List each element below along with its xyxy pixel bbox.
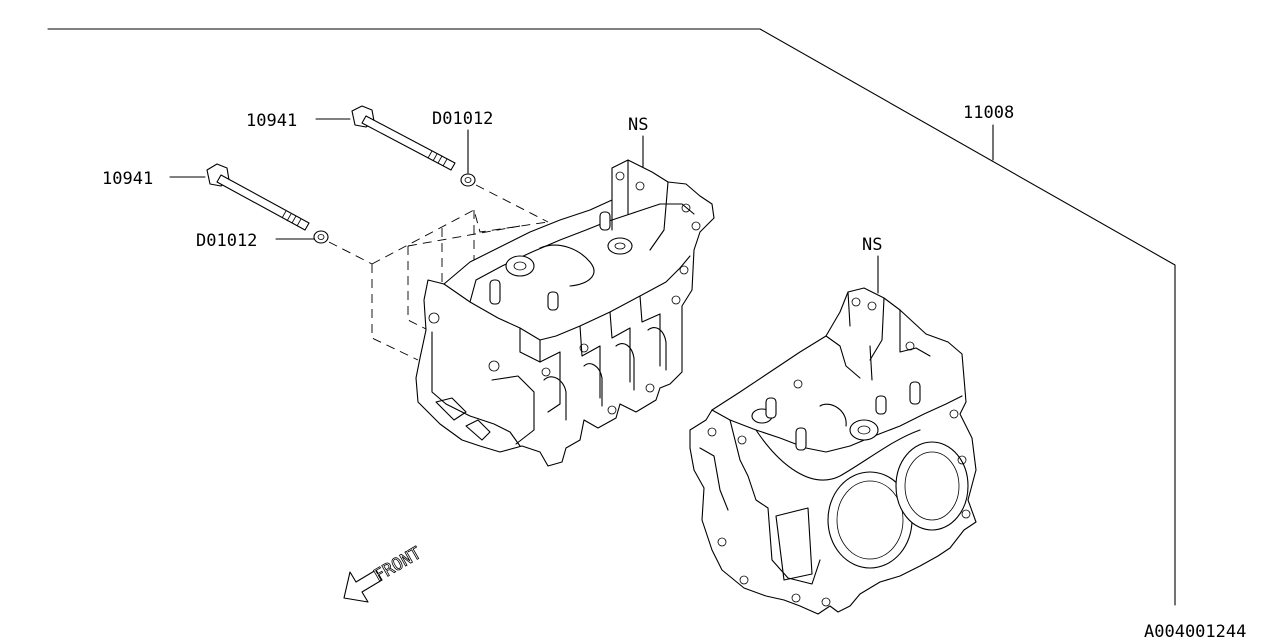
- part-number-d01012-lower: D01012: [196, 231, 257, 251]
- bolt-upper: [351, 105, 456, 171]
- ns-label-right-block: NS: [862, 235, 882, 255]
- part-number-10941-lower: 10941: [102, 169, 153, 189]
- ns-label-left-block: NS: [628, 115, 648, 135]
- leader-lines: [169, 118, 879, 294]
- washer-lower: [313, 230, 329, 244]
- engine-block-left-half: [415, 159, 715, 467]
- washer-upper: [460, 173, 476, 187]
- front-arrow-icon: [343, 569, 383, 603]
- engine-block-right-half: [689, 287, 977, 615]
- front-label: FRONT: [371, 543, 425, 586]
- diagram-id: A004001244: [1144, 622, 1246, 640]
- part-number-d01012-upper: D01012: [432, 109, 493, 129]
- bolt-lower: [206, 163, 310, 231]
- part-number-11008: 11008: [963, 103, 1014, 123]
- assembly-bracket: [47, 28, 1176, 606]
- part-number-10941-upper: 10941: [246, 111, 297, 131]
- front-indicator: FRONT: [343, 543, 425, 603]
